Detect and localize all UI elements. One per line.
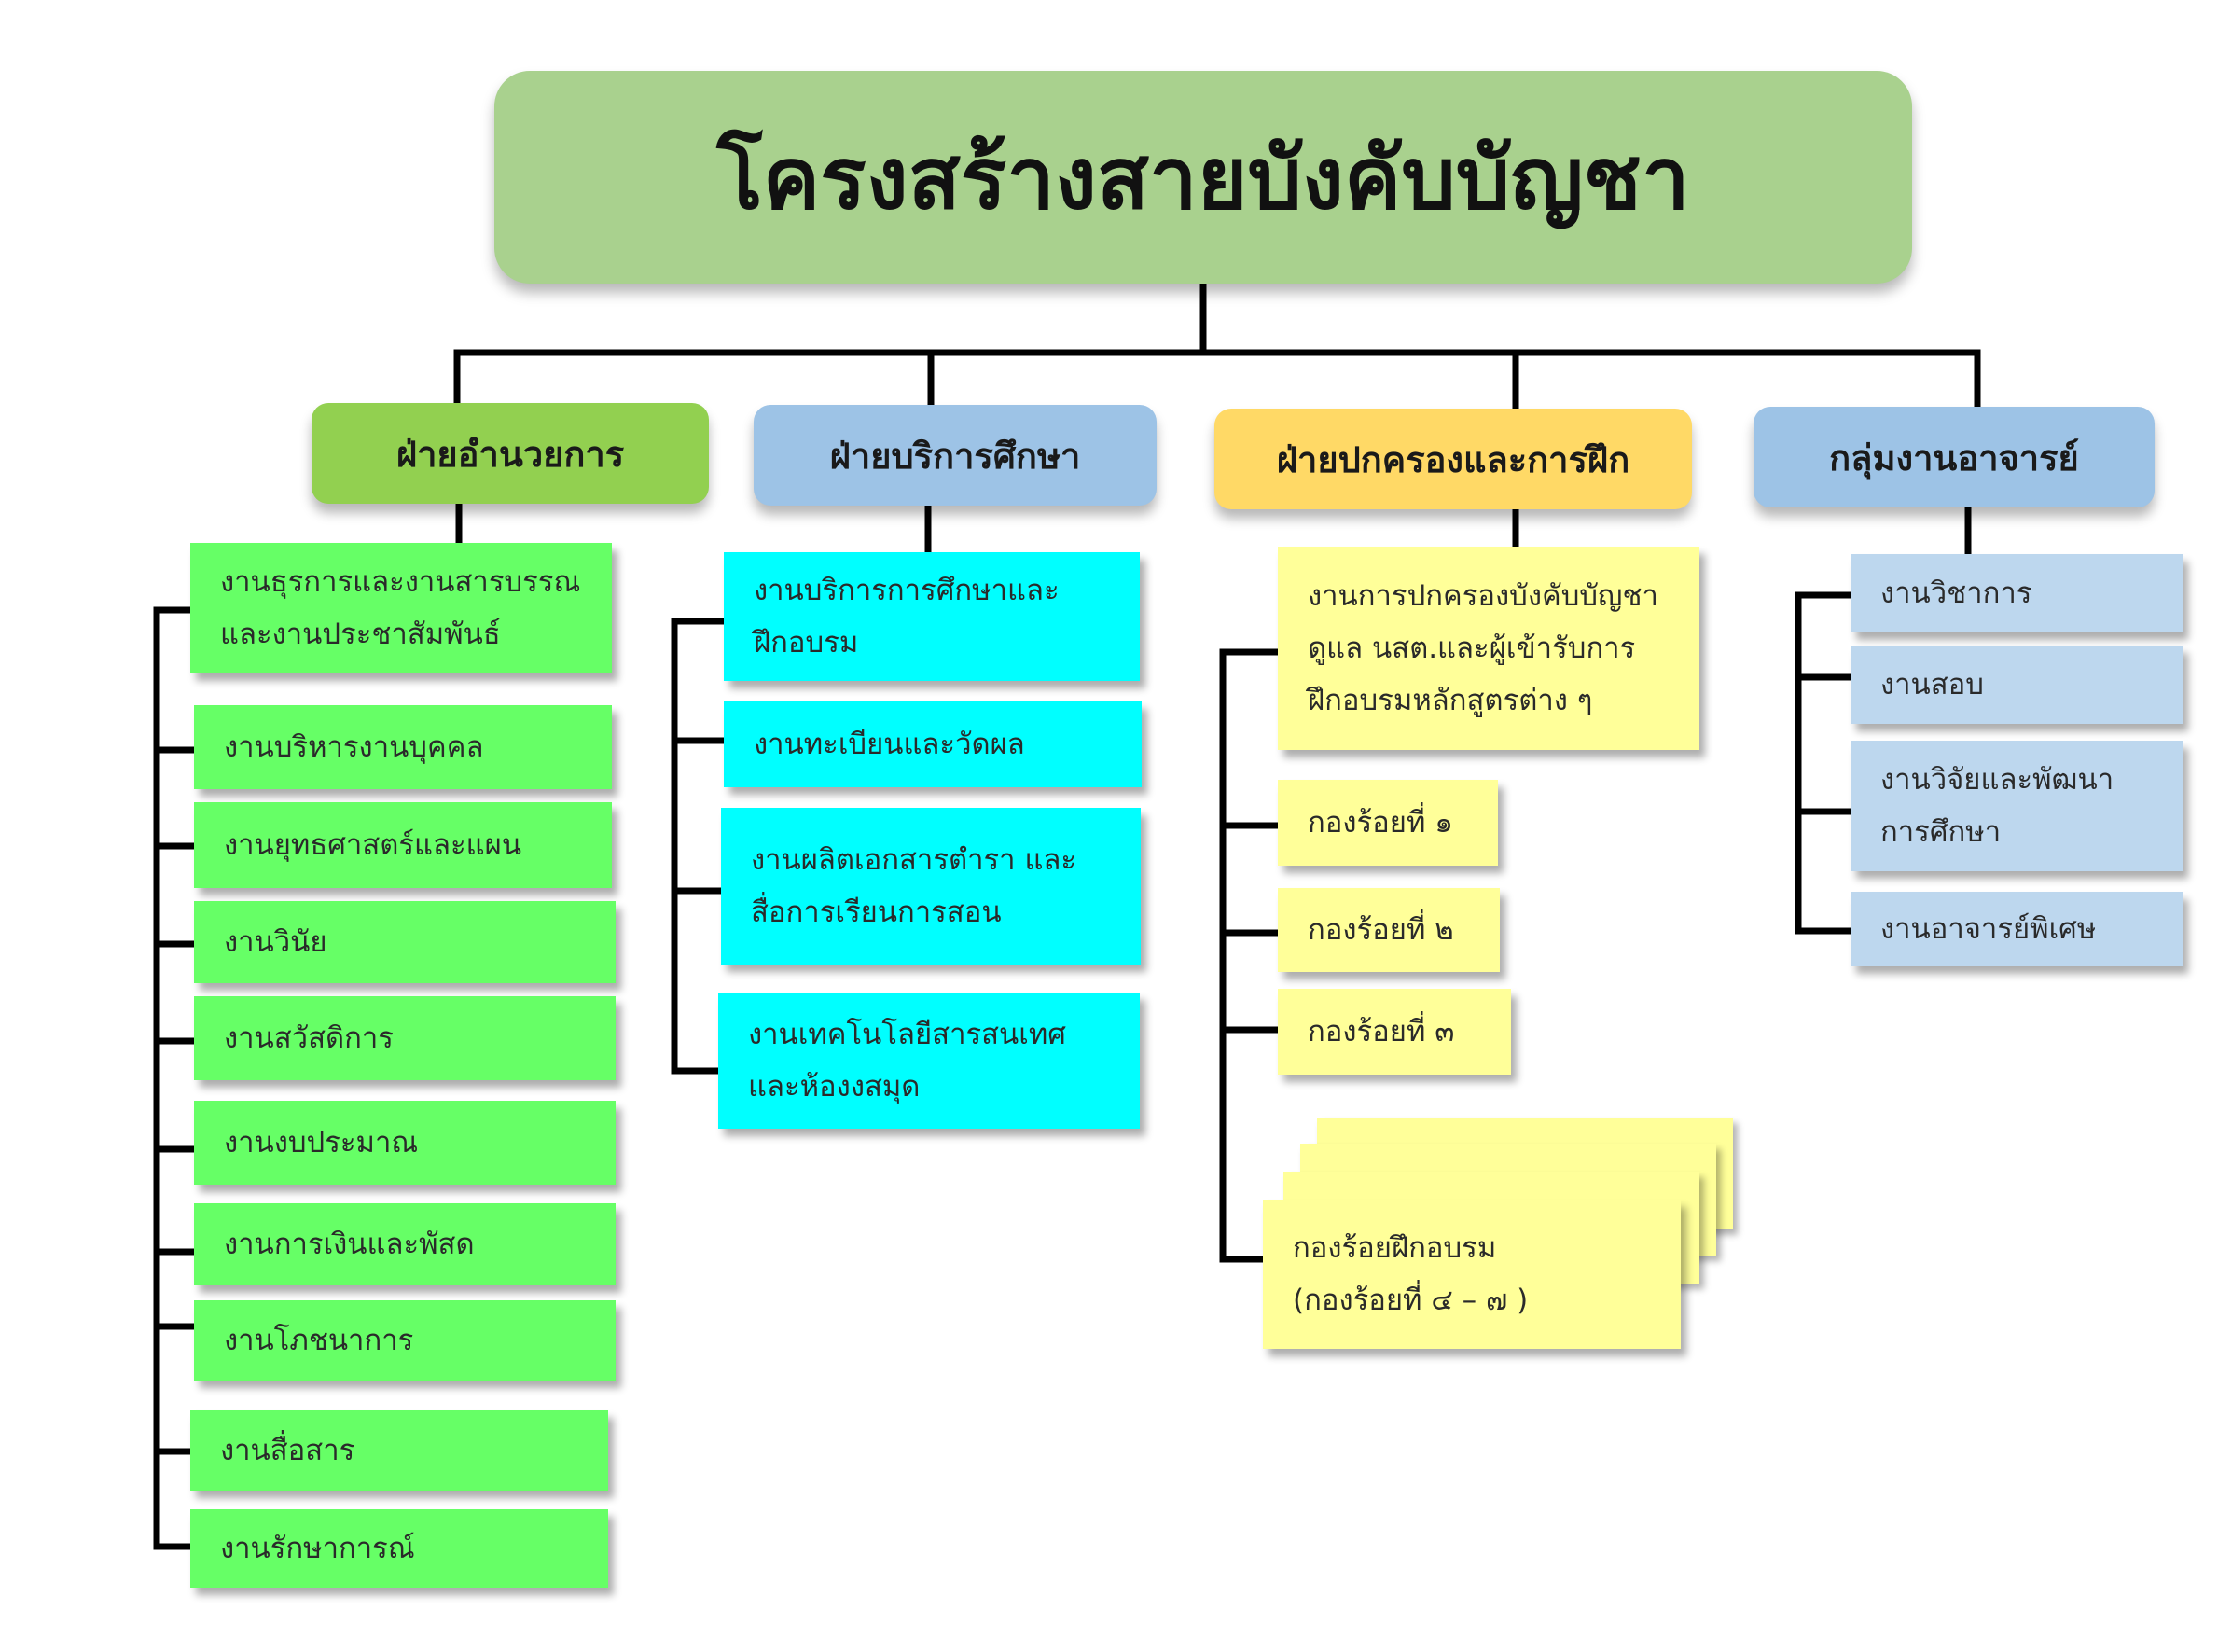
- list-item: งานงบประมาณ: [194, 1101, 616, 1185]
- dept-head-instructors: กลุ่มงานอาจารย์: [1754, 407, 2155, 507]
- dept-head-governance-training: ฝ่ายปกครองและการฝึก: [1214, 409, 1692, 509]
- list-item: งานผลิตเอกสารตำรา และสื่อการเรียนการสอน: [721, 808, 1141, 965]
- list-item: งานสื่อสาร: [190, 1410, 608, 1491]
- list-item: งานเทคโนโลยีสารสนเทศและห้องงสมุด: [718, 993, 1140, 1129]
- list-item: งานโภชนาการ: [194, 1300, 616, 1381]
- list-item: กองร้อยที่ ๒: [1278, 888, 1500, 972]
- list-item: กองร้อยที่ ๓: [1278, 989, 1511, 1075]
- dept-head-education-service: ฝ่ายบริการศึกษา: [754, 405, 1157, 506]
- list-item: งานบริหารงานบุคคล: [194, 705, 612, 789]
- list-item: งานวินัย: [194, 901, 616, 983]
- list-item: งานสวัสดิการ: [194, 996, 616, 1080]
- list-item: งานวิจัยและพัฒนาการศึกษา: [1851, 741, 2183, 871]
- chart-title: โครงสร้างสายบังคับบัญชา: [494, 71, 1912, 284]
- list-item: งานยุทธศาสตร์และแผน: [194, 802, 612, 888]
- list-item: งานรักษาการณ์: [190, 1509, 608, 1588]
- list-item: งานบริการการศึกษาและฝึกอบรม: [724, 552, 1140, 681]
- list-item: งานสอบ: [1851, 646, 2183, 724]
- list-item: งานการเงินและพัสด: [194, 1203, 616, 1285]
- list-item: งานทะเบียนและวัดผล: [724, 701, 1142, 787]
- dept-head-administration: ฝ่ายอำนวยการ: [312, 403, 709, 504]
- list-item: งานวิชาการ: [1851, 554, 2183, 632]
- list-item: งานอาจารย์พิเศษ: [1851, 892, 2183, 966]
- list-item: กองร้อยฝึกอบรม(กองร้อยที่ ๔ – ๗ ): [1263, 1200, 1681, 1349]
- list-item: กองร้อยที่ ๑: [1278, 780, 1498, 866]
- list-item: งานธุรการและงานสารบรรณและงานประชาสัมพันธ…: [190, 543, 612, 673]
- list-item: งานการปกครองบังคับบัญชาดูแล นสต.และผู้เข…: [1278, 547, 1699, 750]
